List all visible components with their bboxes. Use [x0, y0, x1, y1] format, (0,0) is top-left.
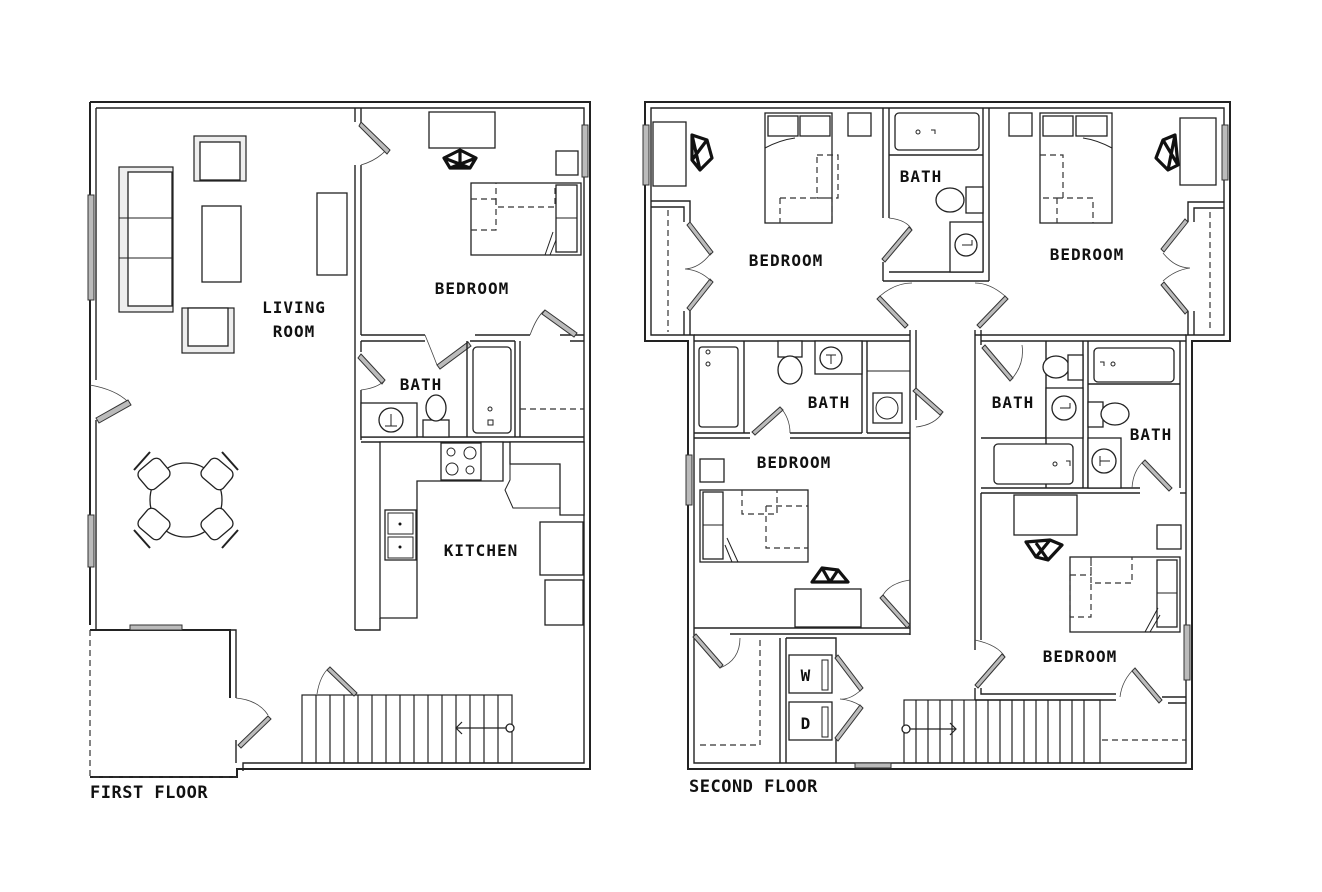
bedroom-door[interactable]: [358, 121, 391, 166]
closet-bifold-door[interactable]: [1160, 218, 1191, 315]
window: [854, 762, 892, 769]
bath-living-door[interactable]: [357, 353, 386, 391]
desk: [1013, 494, 1078, 536]
desk: [794, 588, 862, 628]
office-chair-icon: [442, 148, 478, 170]
room-label-bedroom: BEDROOM: [435, 279, 509, 298]
nightstand: [1008, 112, 1033, 137]
office-chair-icon: [1154, 133, 1180, 172]
first-floor-stairs[interactable]: [301, 694, 515, 764]
toilet-tank: [422, 419, 450, 438]
porch-outline: [89, 630, 237, 778]
bath-door[interactable]: [881, 217, 913, 263]
room-label-bath: BATH: [400, 375, 443, 394]
toilet-icon: [777, 355, 803, 385]
room-label-bath: BATH: [808, 393, 851, 412]
kitchen-sink-icon: [384, 509, 417, 561]
bedroom-door[interactable]: [879, 579, 911, 629]
bath-door[interactable]: [424, 334, 472, 370]
bedroom-door[interactable]: [974, 282, 1009, 329]
room-label-bedroom: BEDROOM: [749, 251, 823, 270]
toilet-tank: [777, 340, 803, 358]
front-door[interactable]: [89, 384, 132, 424]
bath-door[interactable]: [751, 406, 791, 436]
stair-closet-door[interactable]: [316, 666, 358, 697]
room-label-bath: BATH: [1130, 425, 1173, 444]
second-floor-stairs[interactable]: [901, 699, 1101, 764]
office-chair-icon: [690, 133, 714, 172]
closet-door[interactable]: [692, 633, 741, 669]
window: [1183, 624, 1191, 681]
room-label-bath: BATH: [992, 393, 1035, 412]
toilet-tank: [965, 186, 984, 214]
counter-right: [544, 579, 584, 626]
first-floor-exterior-wall: [90, 101, 591, 778]
linen-closet-door[interactable]: [912, 387, 944, 428]
window: [87, 514, 95, 568]
desk: [1179, 117, 1217, 186]
bathtub: [993, 443, 1074, 485]
linen-closet-item: [872, 392, 903, 424]
coffee-table: [201, 205, 242, 283]
pantry: [509, 441, 585, 516]
nightstand: [699, 458, 725, 483]
closet-door[interactable]: [529, 309, 578, 338]
room-label-living: LIVING: [262, 298, 326, 317]
window: [685, 454, 693, 506]
washer: [788, 654, 833, 694]
window: [87, 194, 95, 301]
nightstand: [1156, 524, 1182, 550]
room-label-bath: BATH: [900, 167, 943, 186]
toilet-tank: [1067, 354, 1084, 381]
toilet-icon: [1042, 355, 1070, 379]
nightstand: [555, 150, 579, 176]
closet-bifold-door[interactable]: [684, 221, 714, 312]
toilet-icon: [425, 394, 447, 422]
second-floor-plan: W D BEDROOM BATH BEDROOM BATH BEDROOM BA…: [642, 101, 1231, 797]
room-label-bedroom: BEDROOM: [1043, 647, 1117, 666]
first-floor-exterior-wall-inner: [96, 107, 585, 771]
toilet-icon: [1100, 402, 1130, 426]
room-label-living: ROOM: [273, 322, 316, 341]
closet-door[interactable]: [1119, 667, 1163, 704]
laundry-door[interactable]: [834, 654, 864, 742]
washer-label: W: [801, 666, 812, 685]
first-floor-plan: LIVING ROOM BEDROOM BATH KITCHEN FIRST F…: [87, 101, 591, 803]
second-floor-caption: SECOND FLOOR: [689, 777, 818, 797]
armchair: [181, 307, 235, 354]
window: [581, 124, 589, 178]
bath-door[interactable]: [1131, 459, 1173, 492]
office-chair-icon: [1024, 538, 1064, 562]
stove-icon: [440, 442, 482, 481]
second-floor-exterior-wall: [644, 101, 1231, 770]
room-label-kitchen: KITCHEN: [444, 541, 518, 560]
refrigerator: [539, 521, 584, 576]
dryer: [788, 701, 833, 741]
porch-door[interactable]: [235, 697, 272, 749]
bath-door[interactable]: [981, 344, 1023, 382]
window: [1221, 124, 1229, 181]
dryer-label: D: [801, 714, 812, 733]
room-label-bedroom: BEDROOM: [757, 453, 831, 472]
bathtub: [698, 346, 739, 428]
dining-table: [133, 451, 239, 549]
tv-console: [316, 192, 348, 276]
armchair: [193, 135, 247, 182]
sofa: [118, 166, 174, 313]
first-floor-caption: FIRST FLOOR: [90, 783, 208, 803]
bathtub: [1093, 347, 1175, 383]
window: [642, 124, 650, 186]
toilet-icon: [935, 187, 965, 213]
nightstand: [847, 112, 872, 137]
room-label-bedroom: BEDROOM: [1050, 245, 1124, 264]
bedroom-door[interactable]: [876, 282, 913, 329]
desk: [652, 121, 687, 187]
bedroom-door[interactable]: [974, 639, 1006, 689]
bathtub: [472, 346, 512, 434]
desk: [428, 111, 496, 149]
bathtub: [894, 112, 980, 151]
office-chair-icon: [810, 566, 850, 584]
window: [129, 624, 183, 631]
